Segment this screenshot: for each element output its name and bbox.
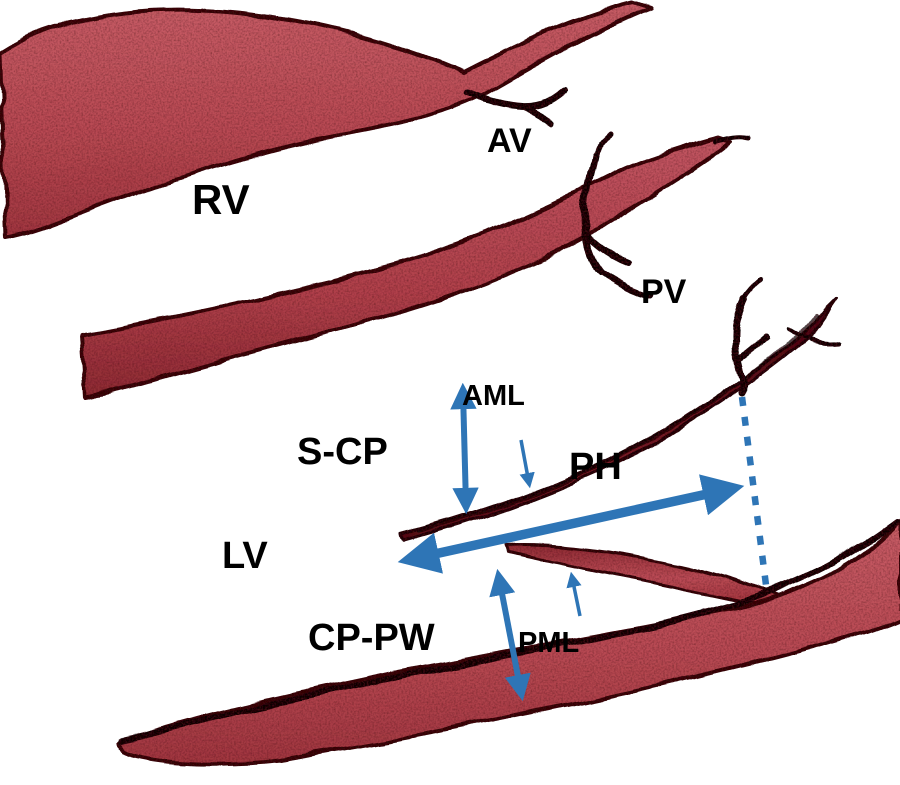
coaptation-dashed-line <box>738 396 770 586</box>
label-s-cp: S-CP <box>297 431 388 473</box>
posterior-mitral-leaflet-tissue <box>504 543 780 610</box>
label-ph: PH <box>569 446 622 488</box>
pv-valve-branch-fork-a <box>735 336 768 363</box>
label-av: AV <box>487 122 532 160</box>
pv-upper-branch-fork-a <box>582 232 631 267</box>
posterior-wall-top-edge <box>117 519 899 743</box>
label-pv: PV <box>641 273 687 311</box>
pv-valve-branch-fork-b <box>742 276 765 301</box>
cp-pw-measure-arrow <box>489 568 531 702</box>
lv-posterior-wall-tissue <box>116 518 900 766</box>
label-aml: AML <box>462 380 525 412</box>
pml-pointer-arrow <box>566 571 582 617</box>
aml-pointer-arrow <box>519 439 535 489</box>
label-lv: LV <box>222 535 268 577</box>
annotation-layer <box>397 382 770 702</box>
label-rv: RV <box>192 176 250 223</box>
aml-tip-fork-mark <box>786 328 840 345</box>
label-pml: PML <box>518 627 579 659</box>
label-layer: RV AV PV AML S-CP PH LV CP-PW PML <box>192 122 687 659</box>
septum-tip-tail <box>713 135 750 144</box>
pv-valve-branch-mark <box>731 294 749 396</box>
ph-measure-arrow <box>397 474 745 574</box>
av-valve-branch-fork <box>519 103 556 126</box>
pv-upper-branch-fork-b <box>597 269 653 299</box>
label-cp-pw: CP-PW <box>308 617 435 659</box>
tissue-layer <box>0 0 900 766</box>
rv-free-wall-tissue <box>0 0 652 240</box>
pv-upper-branch-fork-c <box>591 128 616 159</box>
septum-tissue <box>80 136 732 398</box>
